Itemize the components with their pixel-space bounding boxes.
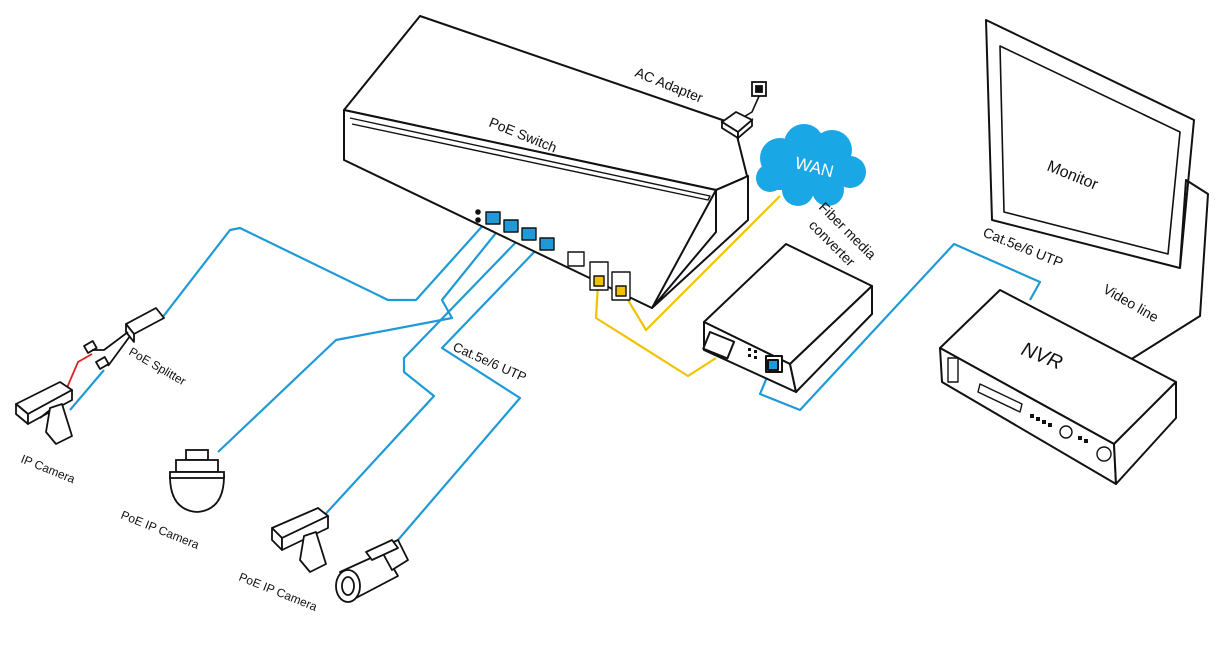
wan-cloud: [756, 124, 866, 206]
ip-camera-label: IP Camera: [19, 452, 78, 487]
power-cable-splitter-to-ip-camera: [65, 353, 93, 391]
poe-splitter-label: PoE Splitter: [127, 344, 189, 388]
poe-bullet-camera-icon: [335, 539, 409, 603]
video-line-label: Video line: [1101, 281, 1162, 326]
cable-splitter-to-ip-camera: [69, 369, 105, 411]
poe-switch: [343, 15, 749, 309]
nvr: [939, 289, 1177, 485]
ethernet-cables: [69, 221, 1042, 541]
poe-box-camera-label: PoE IP Camera: [237, 570, 320, 614]
cable-converter-to-nvr: [758, 242, 1042, 412]
cable-switch-to-splitter: [161, 221, 487, 319]
poe-box-camera-icon: [271, 507, 329, 573]
cable-switch-to-box-camera: [319, 237, 521, 521]
ac-adapter-wire: [741, 93, 761, 119]
poe-splitter: [83, 307, 165, 370]
cable-switch-to-dome-camera: [217, 227, 501, 453]
switch-sfp-ports: [589, 261, 631, 301]
fiber-cable-switch-to-converter: [594, 283, 717, 378]
poe-dome-camera-icon: [169, 449, 225, 513]
monitor: [985, 19, 1209, 361]
switch-front: [343, 109, 717, 309]
switch-rj45-ports: [485, 211, 585, 267]
cable-switch-to-bullet-camera: [397, 245, 541, 541]
fiber-media-converter: [702, 243, 873, 393]
ip-camera-icon: [15, 381, 73, 445]
fiber-cables: [594, 195, 781, 378]
fiber-cable-switch-to-wan: [621, 195, 781, 332]
poe-dome-camera-label: PoE IP Camera: [119, 508, 202, 552]
ac-adapter: [720, 81, 767, 140]
